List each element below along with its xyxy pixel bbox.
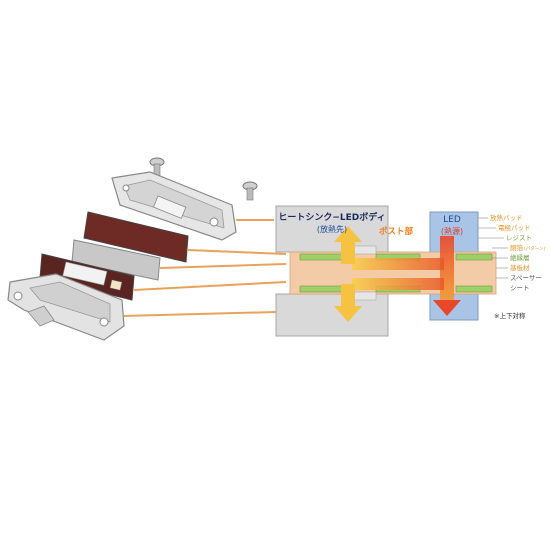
- legend-resist: レジスト: [506, 234, 532, 242]
- legend-copper-note: (パターン): [524, 245, 546, 252]
- led-board: [39, 253, 135, 301]
- heat-flow-arrows: [334, 226, 461, 322]
- legend-substrate: 基板材: [510, 263, 530, 272]
- top-housing: [111, 171, 237, 241]
- legend-spacer: スペーサー: [510, 274, 542, 282]
- screw-2: [242, 181, 258, 201]
- heatsink-label: ヒートシンク−LEDボディ: [278, 211, 385, 223]
- led-label: LED: [443, 215, 461, 225]
- post-label: ポスト部: [379, 226, 414, 237]
- legend-leaders: [478, 217, 508, 279]
- resist-top: [299, 253, 493, 261]
- heatsink-top-block: [275, 205, 389, 253]
- bottom-housing: [7, 273, 125, 341]
- heatsink-sub: (放熱先): [317, 224, 347, 234]
- pcb-plate: [83, 211, 189, 263]
- leader-lines: [123, 219, 287, 317]
- legend-electrode-pad: 電極パッド: [498, 223, 531, 232]
- led-sub: (熱源): [441, 226, 463, 236]
- legend-heat-pad: 放熱パッド: [490, 213, 523, 222]
- spacer-sheet: [71, 239, 161, 281]
- legend-copper: 銅箔: [510, 243, 524, 252]
- heatsink-bottom-block: [275, 293, 389, 337]
- symmetry-note: ※上下対称: [494, 311, 526, 320]
- legend-sheet: シート: [510, 284, 530, 292]
- legend-insulation: 絶縁層: [510, 253, 530, 262]
